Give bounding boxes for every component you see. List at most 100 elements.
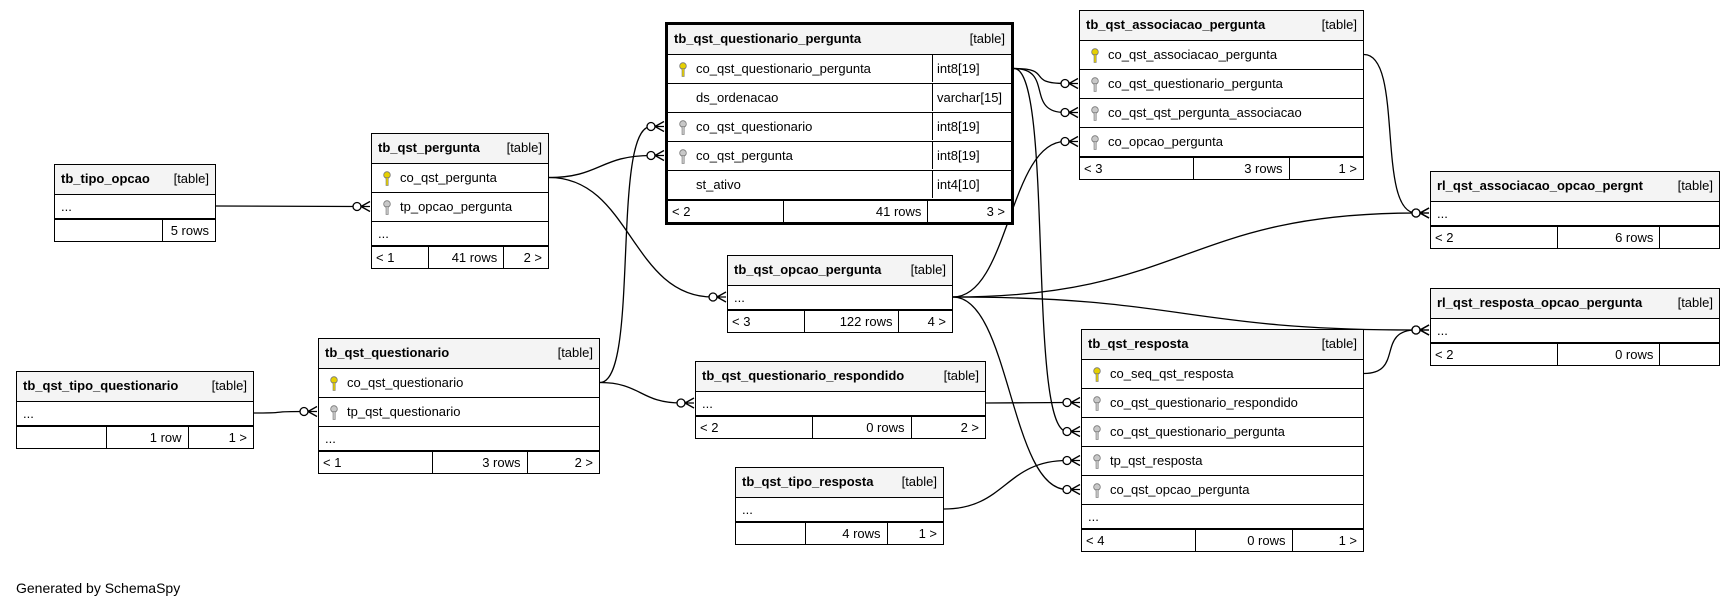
optional-marker bbox=[1062, 455, 1072, 466]
table-header[interactable]: rl_qst_resposta_opcao_pergunta[table] bbox=[1431, 289, 1719, 318]
child-count[interactable]: 2 > bbox=[503, 247, 548, 268]
relationship-line bbox=[952, 296, 1068, 491]
row-count: 6 rows bbox=[1557, 227, 1659, 248]
parent-count[interactable]: < 2 bbox=[700, 420, 719, 435]
parent-count[interactable]: < 4 bbox=[1086, 533, 1105, 548]
column-row[interactable]: co_qst_questionario_respondido bbox=[1082, 388, 1363, 417]
column-name: co_qst_questionario_pergunta bbox=[696, 61, 871, 76]
table-header[interactable]: tb_qst_questionario_pergunta[table] bbox=[668, 25, 1011, 54]
child-count[interactable] bbox=[1659, 227, 1719, 248]
column-row[interactable]: co_qst_opcao_pergunta bbox=[1082, 475, 1363, 504]
child-count[interactable]: 1 > bbox=[1291, 530, 1364, 551]
table-header[interactable]: tb_qst_opcao_pergunta[table] bbox=[728, 256, 952, 285]
more-columns-row[interactable]: ... bbox=[55, 194, 215, 218]
parent-count[interactable] bbox=[17, 427, 106, 448]
table-name: tb_qst_questionario_pergunta bbox=[674, 31, 862, 46]
table-tb-qst-resposta[interactable]: tb_qst_resposta[table]co_seq_qst_respost… bbox=[1081, 329, 1364, 552]
parent-count[interactable] bbox=[736, 523, 805, 544]
parent-count[interactable]: < 1 bbox=[376, 250, 395, 265]
more-columns-row[interactable]: ... bbox=[1082, 504, 1363, 528]
child-count[interactable]: 2 > bbox=[910, 417, 986, 438]
child-count[interactable] bbox=[1659, 344, 1719, 365]
table-tb-qst-questionario-pergunta[interactable]: tb_qst_questionario_pergunta[table]co_qs… bbox=[665, 22, 1014, 225]
child-count[interactable]: 1 > bbox=[187, 427, 253, 448]
column-row[interactable]: co_opcao_pergunta bbox=[1080, 127, 1363, 156]
table-header[interactable]: tb_tipo_opcao[table] bbox=[55, 165, 215, 194]
foreign-key-icon bbox=[677, 149, 689, 164]
column-row[interactable]: tp_qst_questionario bbox=[319, 397, 599, 426]
child-count[interactable]: 2 > bbox=[526, 452, 600, 473]
table-rl-qst-associacao-opcao-pergnt[interactable]: rl_qst_associacao_opcao_pergnt[table]...… bbox=[1430, 171, 1720, 249]
more-columns-row[interactable]: ... bbox=[1431, 201, 1719, 225]
table-tb-qst-questionario-respondido[interactable]: tb_qst_questionario_respondido[table]...… bbox=[695, 361, 986, 439]
table-tb-qst-opcao-pergunta[interactable]: tb_qst_opcao_pergunta[table]... < 3 122 ro… bbox=[727, 255, 953, 333]
table-type-tag: [table] bbox=[506, 140, 542, 155]
column-row[interactable]: co_qst_associacao_pergunta bbox=[1080, 40, 1363, 69]
column-name: tp_qst_resposta bbox=[1110, 453, 1203, 468]
parent-count[interactable]: < 3 bbox=[1084, 161, 1103, 176]
column-type: int8[19] bbox=[932, 55, 980, 82]
table-tb-qst-questionario[interactable]: tb_qst_questionario[table]co_qst_questio… bbox=[318, 338, 600, 474]
row-count: 41 rows bbox=[427, 247, 504, 268]
column-row[interactable]: co_qst_questionario_pergunta int8[19] bbox=[668, 54, 1011, 83]
row-count: 122 rows bbox=[804, 311, 898, 332]
ellipsis: ... bbox=[702, 396, 713, 411]
parent-count[interactable] bbox=[55, 220, 162, 241]
primary-key-icon bbox=[1091, 367, 1103, 382]
more-columns-row[interactable]: ... bbox=[728, 285, 952, 309]
column-type: int8[19] bbox=[932, 113, 980, 140]
parent-count[interactable]: < 3 bbox=[732, 314, 751, 329]
column-row[interactable]: tp_qst_resposta bbox=[1082, 446, 1363, 475]
table-header[interactable]: tb_qst_resposta[table] bbox=[1082, 330, 1363, 359]
crowfoot-marker bbox=[1070, 483, 1081, 496]
more-columns-row[interactable]: ... bbox=[372, 221, 548, 245]
parent-count[interactable]: < 2 bbox=[1435, 230, 1454, 245]
row-count: 0 rows bbox=[812, 417, 910, 438]
table-tb-tipo-opcao[interactable]: tb_tipo_opcao[table]...5 rows bbox=[54, 164, 216, 242]
column-row[interactable]: co_qst_questionario_pergunta bbox=[1082, 417, 1363, 446]
more-columns-row[interactable]: ... bbox=[736, 497, 943, 521]
table-header[interactable]: tb_qst_tipo_questionario[table] bbox=[17, 372, 253, 401]
column-row[interactable]: co_seq_qst_resposta bbox=[1082, 359, 1363, 388]
column-row[interactable]: co_qst_questionario_pergunta bbox=[1080, 69, 1363, 98]
foreign-key-icon bbox=[1091, 396, 1103, 411]
table-header[interactable]: tb_qst_questionario_respondido[table] bbox=[696, 362, 985, 391]
column-name: co_qst_questionario_respondido bbox=[1110, 395, 1298, 410]
more-columns-row[interactable]: ... bbox=[319, 426, 599, 450]
column-row[interactable]: tp_opcao_pergunta bbox=[372, 192, 548, 221]
child-count[interactable]: 1 > bbox=[886, 523, 943, 544]
column-row[interactable]: co_qst_pergunta bbox=[372, 163, 548, 192]
table-header[interactable]: tb_qst_pergunta[table] bbox=[372, 134, 548, 163]
table-header[interactable]: tb_qst_associacao_pergunta[table] bbox=[1080, 11, 1363, 40]
parent-count[interactable]: < 1 bbox=[323, 455, 342, 470]
ellipsis: ... bbox=[23, 406, 34, 421]
more-columns-row[interactable]: ... bbox=[17, 401, 253, 425]
table-header[interactable]: tb_qst_tipo_resposta[table] bbox=[736, 468, 943, 497]
parent-count[interactable]: < 2 bbox=[672, 204, 691, 219]
table-rl-qst-resposta-opcao-pergunta[interactable]: rl_qst_resposta_opcao_pergunta[table]...… bbox=[1430, 288, 1720, 366]
crowfoot-marker bbox=[1070, 425, 1081, 438]
table-header[interactable]: rl_qst_associacao_opcao_pergnt[table] bbox=[1431, 172, 1719, 201]
child-count[interactable]: 1 > bbox=[1288, 158, 1363, 179]
more-columns-row[interactable]: ... bbox=[696, 391, 985, 415]
child-count[interactable]: 3 > bbox=[927, 201, 1011, 222]
foreign-key-icon bbox=[381, 200, 393, 215]
child-count[interactable]: 4 > bbox=[898, 311, 952, 332]
column-row[interactable]: co_qst_qst_pergunta_associacao bbox=[1080, 98, 1363, 127]
column-row[interactable]: co_qst_questionario bbox=[319, 368, 599, 397]
crowfoot-marker bbox=[1068, 106, 1079, 119]
table-name: tb_qst_resposta bbox=[1088, 336, 1189, 351]
parent-count[interactable]: < 2 bbox=[1435, 347, 1454, 362]
table-header[interactable]: tb_qst_questionario[table] bbox=[319, 339, 599, 368]
table-tb-qst-associacao-pergunta[interactable]: tb_qst_associacao_pergunta[table]co_qst_… bbox=[1079, 10, 1364, 180]
more-columns-row[interactable]: ... bbox=[1431, 318, 1719, 342]
